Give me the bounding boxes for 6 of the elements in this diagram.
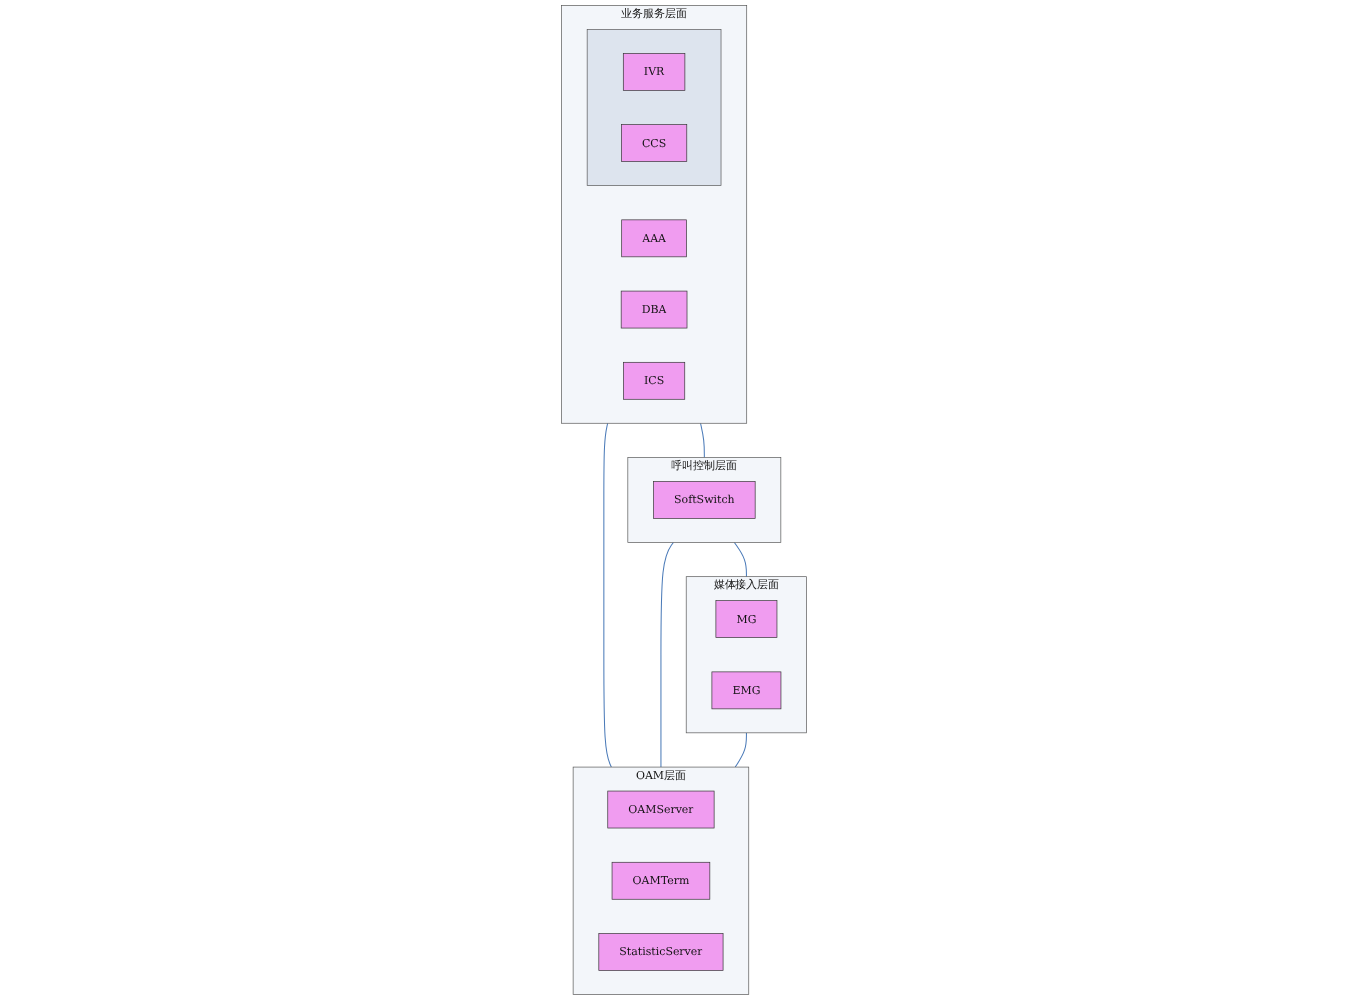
cluster [586,29,722,186]
connector [603,422,612,768]
connector [660,541,674,768]
connector [699,422,705,459]
connector [734,732,747,768]
connector [733,541,747,578]
